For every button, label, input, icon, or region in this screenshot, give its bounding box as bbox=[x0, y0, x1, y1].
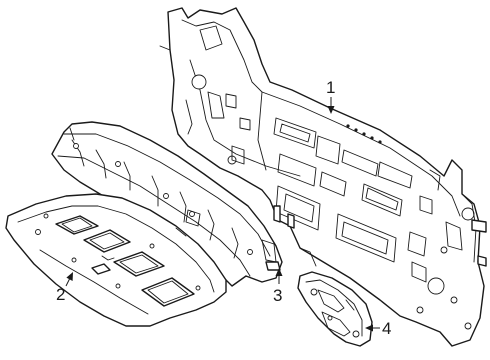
leader-2 bbox=[65, 272, 73, 287]
floor-panel bbox=[5, 193, 227, 327]
leader-3 bbox=[275, 268, 283, 284]
callout-1: 1 bbox=[326, 78, 336, 97]
callout-2: 2 bbox=[56, 285, 66, 304]
leader-4 bbox=[365, 324, 380, 332]
rear-body-panel bbox=[159, 7, 487, 347]
leader-1 bbox=[327, 97, 335, 114]
callout-3: 3 bbox=[273, 286, 283, 305]
callout-4: 4 bbox=[382, 319, 392, 338]
bracket bbox=[297, 271, 373, 347]
